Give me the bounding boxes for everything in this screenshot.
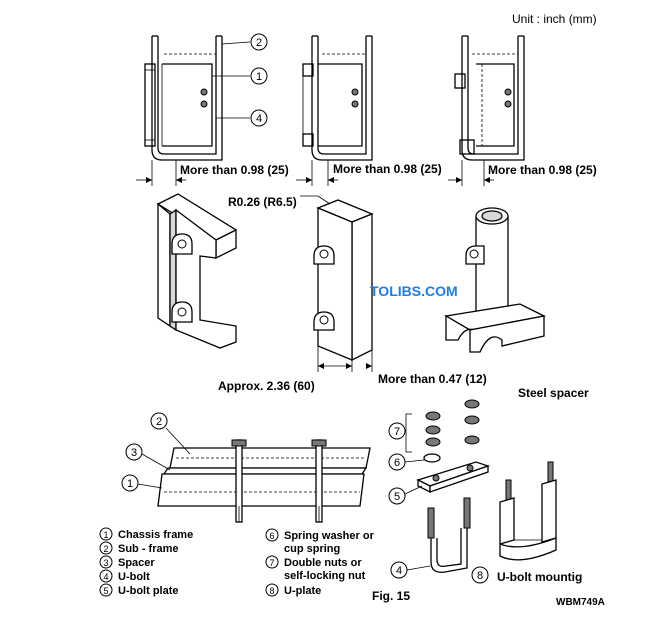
- svg-text:4: 4: [103, 572, 108, 582]
- legend: 1 Chassis frame 2 Sub - frame 3 Spacer 4…: [99, 527, 375, 597]
- u-bolt-plate-part: [416, 461, 491, 494]
- svg-text:2: 2: [103, 544, 108, 554]
- watermark: TOLIBS.COM: [370, 283, 458, 299]
- svg-text:cup spring: cup spring: [284, 543, 340, 555]
- width-label: Approx. 2.36 (60): [218, 379, 315, 393]
- legend-item-1: 1 Chassis frame: [99, 527, 193, 541]
- legend-item-2: 2 Sub - frame: [99, 541, 179, 555]
- frame-assembly: [137, 427, 371, 523]
- svg-text:7: 7: [269, 558, 274, 568]
- svg-text:1: 1: [256, 71, 262, 83]
- steel-spacer-label: Steel spacer: [518, 386, 589, 400]
- bracket-spacer: [156, 193, 238, 349]
- code-label: WBM749A: [556, 597, 605, 608]
- block-spacer: [300, 195, 374, 372]
- legend-item-7: 7 Double nuts or self-locking nut: [265, 555, 366, 582]
- callout-6: 6: [388, 453, 425, 471]
- top-section-1: 2 1 4 More than 0.98 (25): [136, 33, 289, 186]
- radius-label: R0.26 (R6.5): [228, 195, 297, 209]
- svg-text:U-bolt plate: U-bolt plate: [118, 585, 179, 597]
- svg-text:1: 1: [103, 530, 108, 540]
- unit-label: Unit : inch (mm): [512, 12, 597, 26]
- svg-text:2: 2: [156, 416, 162, 428]
- svg-text:8: 8: [269, 586, 274, 596]
- u-plate-part: [499, 461, 557, 561]
- legend-item-3: 3 Spacer: [99, 555, 155, 569]
- svg-text:6: 6: [394, 457, 400, 469]
- u-bolt-part: [427, 497, 471, 573]
- u-bolt-mounting-label: U-bolt mountig: [497, 570, 582, 584]
- steel-spacer: [444, 207, 547, 353]
- svg-text:6: 6: [269, 531, 274, 541]
- svg-text:3: 3: [131, 447, 137, 459]
- svg-text:Spring washer or: Spring washer or: [284, 530, 375, 542]
- svg-text:4: 4: [256, 113, 262, 125]
- svg-text:5: 5: [103, 586, 108, 596]
- svg-text:2: 2: [256, 37, 262, 49]
- callout-1-bottom: 1: [121, 474, 139, 492]
- legend-item-4: 4 U-bolt: [99, 569, 150, 583]
- svg-text:Sub - frame: Sub - frame: [118, 543, 179, 555]
- callout-3-bottom: 3: [125, 443, 143, 461]
- legend-item-6: 6 Spring washer or cup spring: [265, 528, 375, 555]
- svg-text:Spacer: Spacer: [118, 557, 155, 569]
- callout-4-top: 4: [250, 109, 268, 127]
- top-section-2: More than 0.98 (25): [296, 35, 442, 186]
- legend-item-5: 5 U-bolt plate: [99, 583, 179, 597]
- svg-text:8: 8: [477, 570, 483, 582]
- svg-text:self-locking nut: self-locking nut: [284, 570, 366, 582]
- svg-text:U-plate: U-plate: [284, 585, 321, 597]
- dimension-label-2: More than 0.98 (25): [333, 162, 442, 176]
- dimension-label-1: More than 0.98 (25): [180, 163, 289, 177]
- callout-2-top: 2: [250, 33, 268, 51]
- svg-text:7: 7: [394, 426, 400, 438]
- svg-text:3: 3: [103, 558, 108, 568]
- svg-text:Chassis frame: Chassis frame: [118, 529, 193, 541]
- callout-2-bottom: 2: [150, 412, 168, 430]
- svg-text:U-bolt: U-bolt: [118, 571, 150, 583]
- callout-8: 8: [471, 566, 489, 584]
- callout-4-bottom: 4: [390, 561, 431, 579]
- svg-text:Double nuts or: Double nuts or: [284, 557, 362, 569]
- callout-7: 7: [388, 422, 406, 440]
- dimension-label-3: More than 0.98 (25): [488, 163, 597, 177]
- callout-5: 5: [388, 485, 423, 505]
- svg-text:1: 1: [127, 478, 133, 490]
- legend-item-8: 8 U-plate: [265, 583, 321, 597]
- svg-text:4: 4: [396, 565, 402, 577]
- height-label: More than 0.47 (12): [378, 372, 487, 386]
- nuts-group: [405, 399, 480, 463]
- top-section-3: More than 0.98 (25): [448, 35, 597, 186]
- callout-1-top: 1: [250, 67, 268, 85]
- svg-text:5: 5: [394, 491, 400, 503]
- figure-label: Fig. 15: [372, 589, 410, 603]
